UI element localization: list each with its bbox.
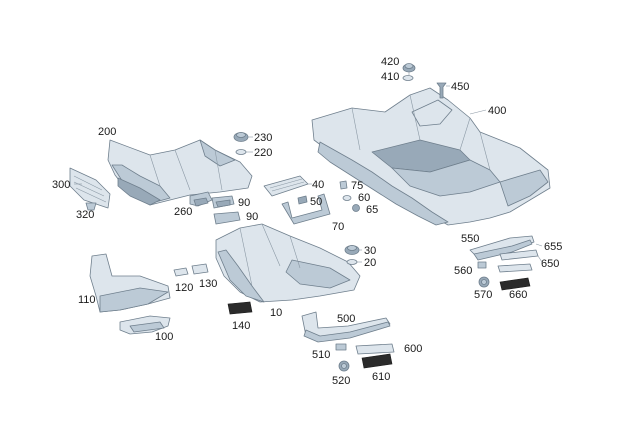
label-65: 65 bbox=[366, 204, 378, 216]
label-450: 450 bbox=[451, 81, 469, 93]
part-130-pad bbox=[191, 263, 209, 275]
label-90-lower: 90 bbox=[246, 211, 258, 223]
part-30-clip bbox=[344, 245, 360, 255]
part-650-pad bbox=[497, 263, 533, 273]
part-10-front-floor-carpet bbox=[215, 223, 361, 303]
label-40: 40 bbox=[312, 179, 324, 191]
part-75-clip bbox=[339, 180, 348, 190]
part-520-nut bbox=[338, 360, 350, 372]
label-420: 420 bbox=[381, 56, 399, 68]
part-60-washer bbox=[342, 195, 352, 201]
part-570-nut bbox=[478, 276, 490, 288]
label-75: 75 bbox=[351, 180, 363, 192]
label-220: 220 bbox=[254, 147, 272, 159]
label-610: 610 bbox=[372, 371, 390, 383]
part-40-panel bbox=[263, 175, 309, 197]
label-110: 110 bbox=[78, 294, 96, 306]
part-320-clip bbox=[85, 202, 97, 211]
part-65-nut bbox=[352, 204, 360, 212]
label-560: 560 bbox=[454, 265, 472, 277]
label-50: 50 bbox=[310, 196, 322, 208]
part-400-rear-floor-carpet bbox=[311, 87, 551, 226]
label-90-upper: 90 bbox=[238, 197, 250, 209]
leader-lines bbox=[74, 72, 543, 263]
part-140-black-pad bbox=[227, 301, 253, 315]
part-90-clip-upper bbox=[211, 195, 235, 209]
label-230: 230 bbox=[254, 132, 272, 144]
part-120-pad bbox=[173, 267, 189, 277]
part-200-side-carpet bbox=[107, 139, 253, 206]
label-260: 260 bbox=[174, 206, 192, 218]
part-230-clip bbox=[233, 132, 249, 142]
label-320: 320 bbox=[76, 209, 94, 221]
part-600-insulation bbox=[355, 343, 395, 355]
label-140: 140 bbox=[232, 320, 250, 332]
label-520: 520 bbox=[332, 375, 350, 387]
label-200: 200 bbox=[98, 126, 116, 138]
label-130: 130 bbox=[199, 278, 217, 290]
part-610-black-pad bbox=[361, 353, 393, 369]
part-260-bracket bbox=[189, 191, 213, 207]
part-50-clip bbox=[297, 195, 308, 205]
label-650: 650 bbox=[541, 258, 559, 270]
label-655: 655 bbox=[544, 241, 562, 253]
part-20-washer bbox=[346, 259, 358, 265]
label-70: 70 bbox=[332, 221, 344, 233]
label-510: 510 bbox=[312, 349, 330, 361]
part-450-screw bbox=[436, 82, 447, 99]
label-120: 120 bbox=[175, 282, 193, 294]
label-550: 550 bbox=[461, 233, 479, 245]
label-300: 300 bbox=[52, 179, 70, 191]
part-560-clip bbox=[477, 261, 487, 269]
label-30: 30 bbox=[364, 245, 376, 257]
label-570: 570 bbox=[474, 289, 492, 301]
part-410-washer bbox=[402, 75, 414, 81]
part-660-black-pad bbox=[499, 277, 531, 291]
label-60: 60 bbox=[358, 192, 370, 204]
callout-labels: 420 410 450 400 200 230 220 300 320 260 … bbox=[52, 56, 562, 387]
label-600: 600 bbox=[404, 343, 422, 355]
part-500-side-strip bbox=[301, 311, 391, 343]
part-220-washer bbox=[235, 149, 247, 155]
part-90-clip-lower bbox=[213, 211, 241, 225]
part-300-grille bbox=[69, 167, 111, 209]
label-400: 400 bbox=[488, 105, 506, 117]
label-100: 100 bbox=[155, 331, 173, 343]
part-70-strap bbox=[281, 193, 331, 225]
label-660: 660 bbox=[509, 289, 527, 301]
part-510-clip bbox=[335, 343, 347, 351]
label-20: 20 bbox=[364, 257, 376, 269]
part-110-side-panel bbox=[89, 253, 171, 313]
label-10: 10 bbox=[270, 307, 282, 319]
label-410: 410 bbox=[381, 71, 399, 83]
label-500: 500 bbox=[337, 313, 355, 325]
part-420-clip bbox=[402, 63, 416, 73]
part-550-trim-strip bbox=[469, 235, 535, 261]
part-100-footwell-piece bbox=[119, 315, 171, 335]
